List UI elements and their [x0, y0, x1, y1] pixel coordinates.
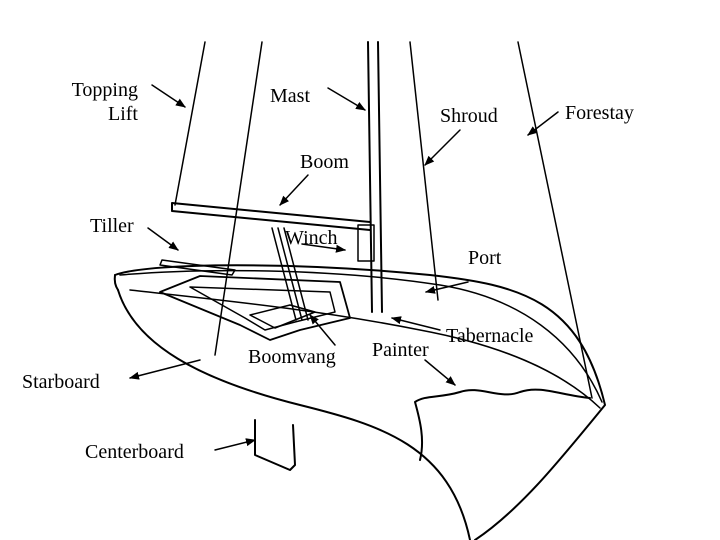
- topping-lift-line: [174, 41, 206, 206]
- shroud-line: [409, 41, 439, 301]
- hull-side-left: [113, 274, 119, 291]
- arrow-winch: [301, 243, 346, 253]
- label-starboard: Starboard: [22, 371, 100, 393]
- label-winch: Winch: [285, 227, 338, 249]
- boom-spar: [171, 202, 371, 231]
- arrow-forestay: [527, 111, 559, 136]
- mast-left: [367, 41, 373, 313]
- label-tabernacle: Tabernacle: [446, 325, 534, 347]
- arrow-tabernacle: [391, 316, 441, 331]
- boomvang-line-1: [271, 227, 297, 321]
- arrow-starboard: [129, 359, 201, 380]
- label-port: Port: [468, 247, 502, 269]
- cockpit-outline: [159, 275, 351, 341]
- arrow-boomvang: [309, 314, 336, 346]
- label-shroud: Shroud: [440, 105, 498, 127]
- arrow-mast: [327, 87, 366, 111]
- label-centerboard: Centerboard: [85, 441, 184, 463]
- tiller-bar: [159, 259, 236, 276]
- boomvang-line-3: [283, 227, 309, 321]
- starboard-shroud-line: [214, 41, 263, 356]
- label-painter: Painter: [372, 339, 429, 361]
- forestay-line: [517, 41, 593, 399]
- mast-right: [377, 41, 383, 313]
- arrow-topping-lift: [151, 84, 186, 108]
- hull-bottom: [117, 289, 471, 540]
- label-mast: Mast: [270, 85, 310, 107]
- boomvang-line-2: [277, 227, 303, 321]
- arrow-painter: [424, 359, 456, 386]
- centerboard-plate: [254, 419, 296, 471]
- arrow-port: [425, 281, 469, 294]
- hull-outline: [114, 264, 606, 540]
- label-boomvang: Boomvang: [248, 346, 336, 368]
- arrow-boom: [279, 174, 309, 206]
- cockpit-seat: [189, 286, 336, 331]
- label-forestay: Forestay: [565, 102, 634, 124]
- painter-rope: [414, 388, 591, 461]
- arrow-shroud: [424, 129, 461, 166]
- tabernacle-plate: [357, 224, 375, 262]
- label-boom: Boom: [300, 151, 349, 173]
- arrow-centerboard: [214, 438, 256, 451]
- label-topping-lift: Topping Lift: [71, 79, 138, 125]
- label-tiller: Tiller: [90, 215, 134, 237]
- arrow-tiller: [147, 227, 179, 251]
- cockpit-inner: [249, 304, 316, 329]
